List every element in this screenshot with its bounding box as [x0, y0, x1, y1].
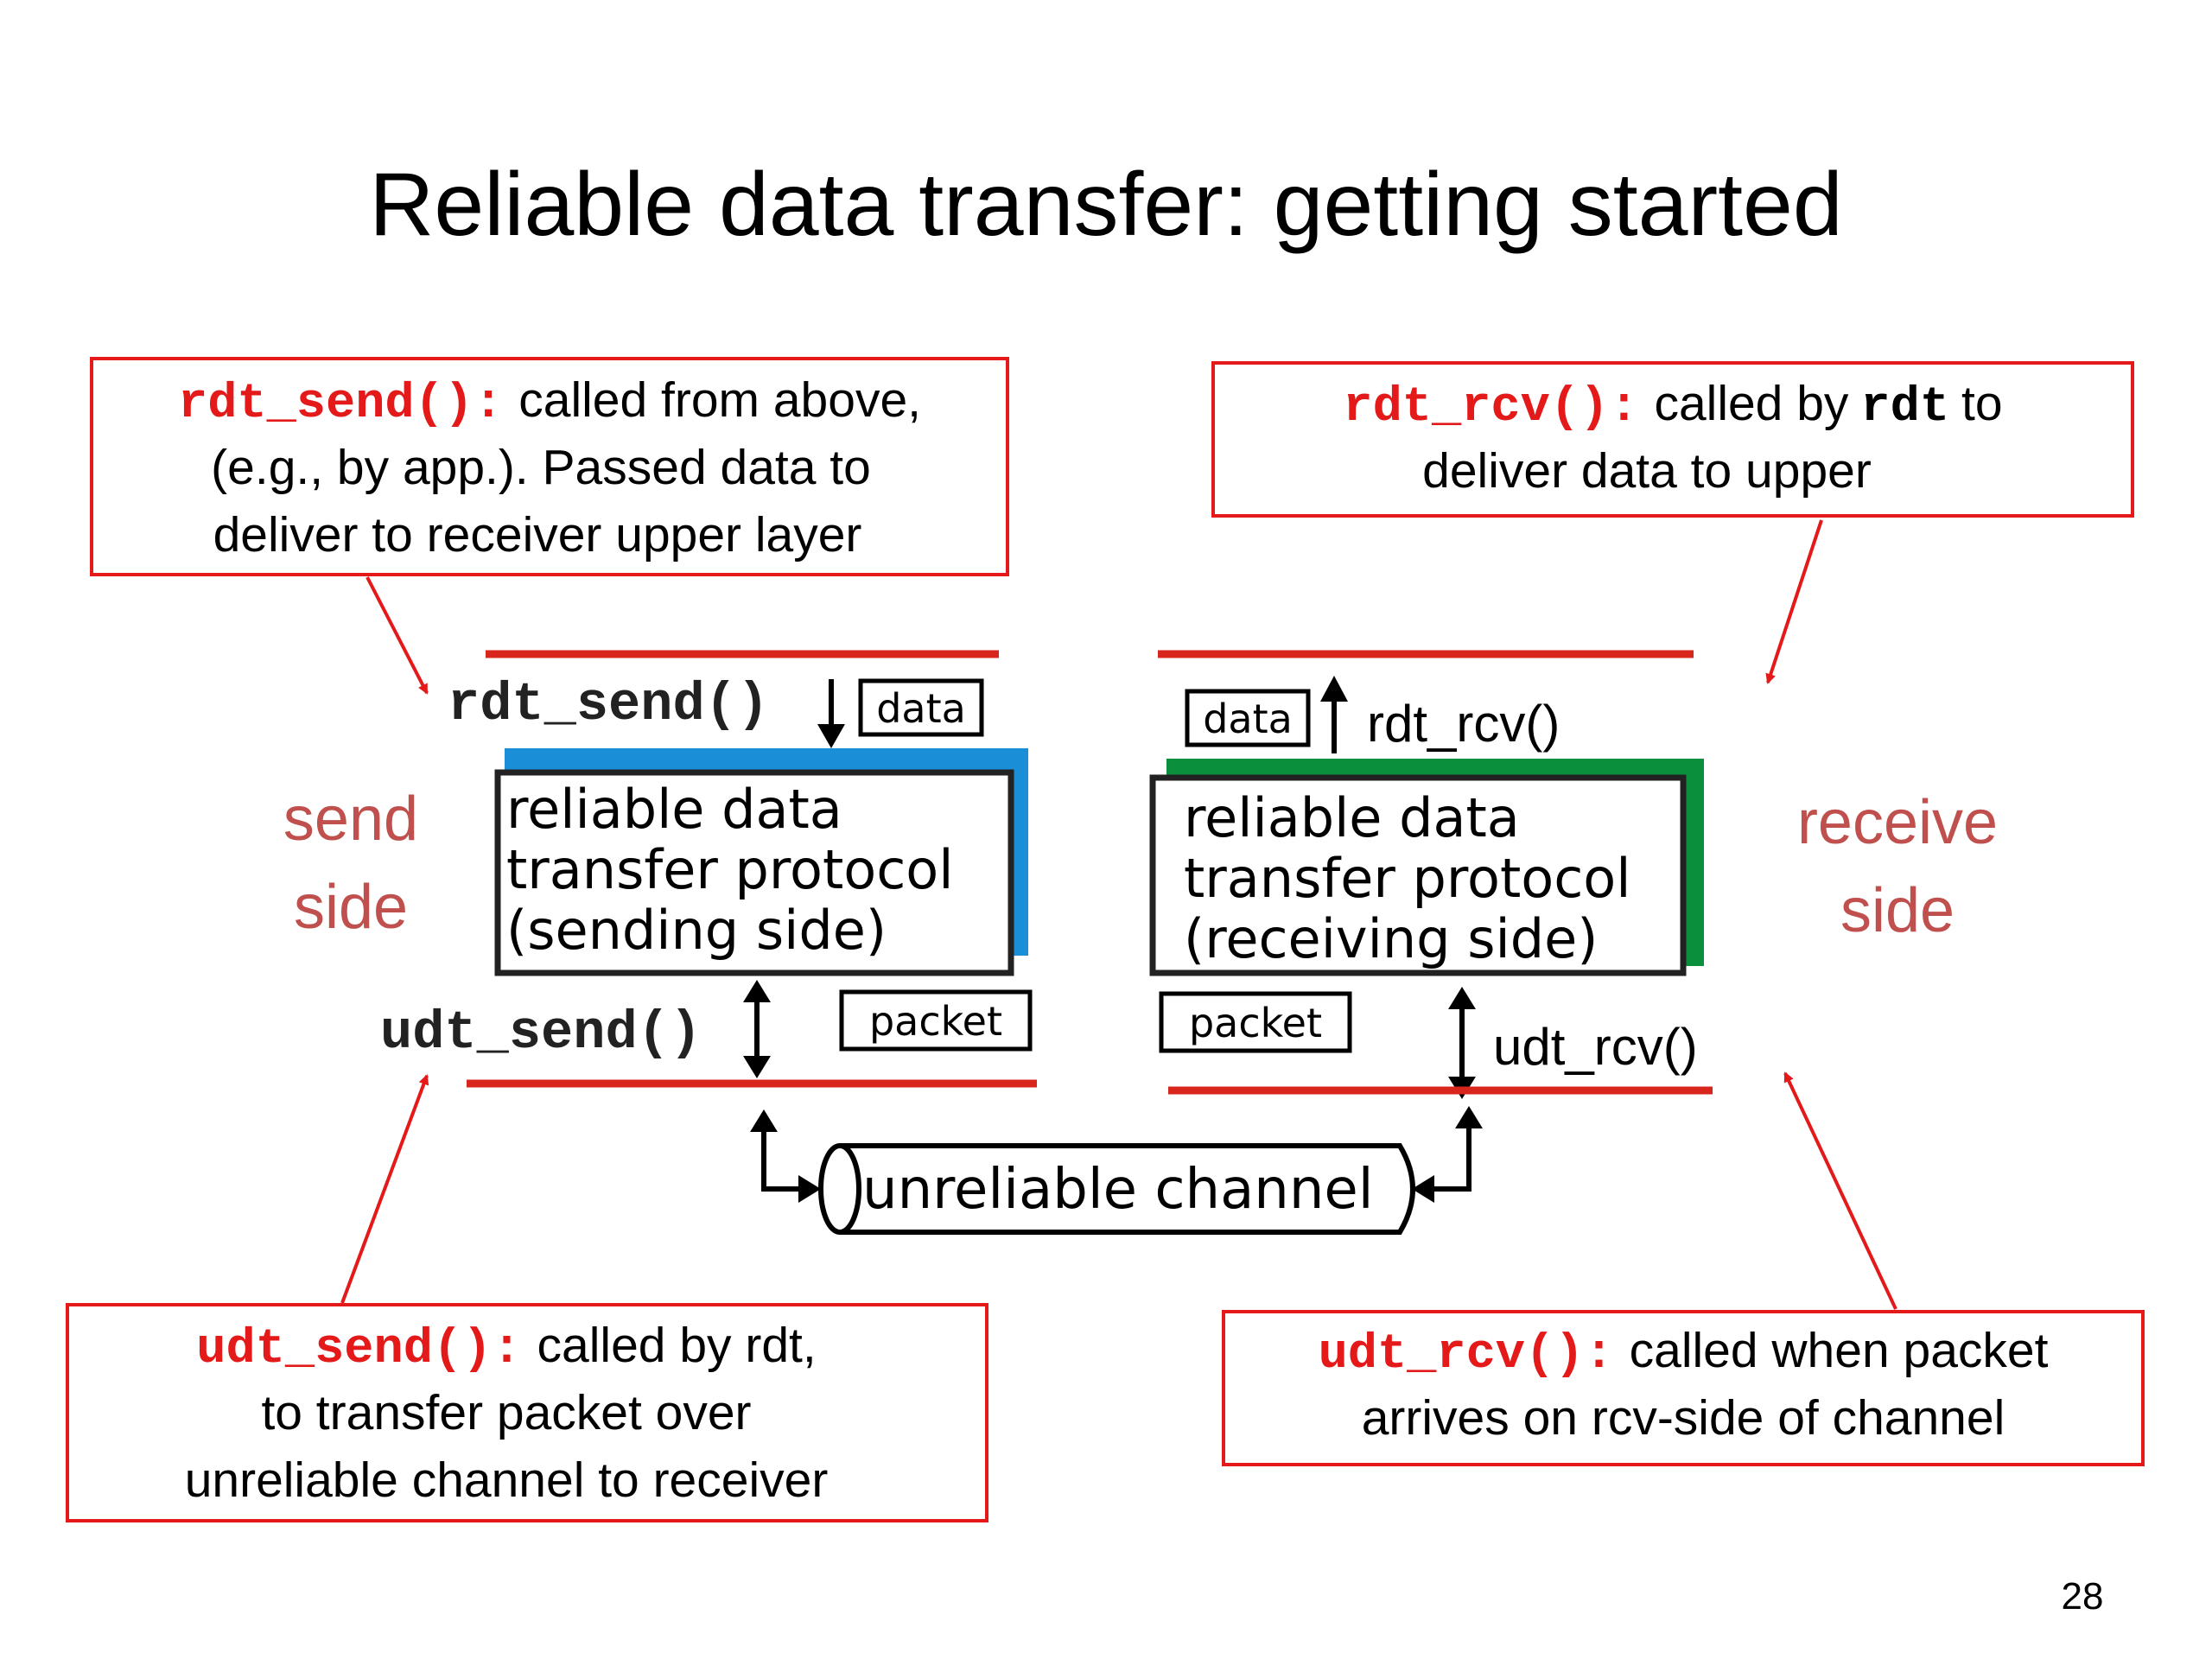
send-channel-connector: [761, 1125, 804, 1192]
callout-udt-send-line3: unreliable channel to receiver: [185, 1452, 829, 1508]
receive-call-top: rdt_rcv(): [1367, 695, 1560, 753]
callout-udt-rcv-line2: arrives on rcv-side of channel: [1362, 1390, 2005, 1446]
callout-udt-rcv-pointer: [1783, 1071, 1897, 1310]
send-packet-tag-box: [839, 989, 1033, 1052]
unreliable-channel: unreliable channel: [818, 1143, 1415, 1235]
callout-rdt-send-code: rdt_send():: [178, 377, 503, 432]
channel-label: unreliable channel: [862, 1158, 1374, 1222]
receive-side-label-2: side: [1840, 876, 1955, 945]
receive-box-line2: transfer protocol: [1184, 847, 1630, 910]
receive-up-arrow-head: [1320, 676, 1348, 702]
send-side-figure: send side rdt_send() data reliable data …: [283, 650, 1037, 1203]
receive-double-arrow-up: [1448, 987, 1476, 1009]
channel-tube-end: [818, 1143, 861, 1235]
send-down-arrow-head: [817, 724, 845, 748]
send-side-label-1: send: [283, 785, 418, 854]
send-call-top: rdt_send(): [448, 674, 769, 735]
send-box-line3: (sending side): [506, 899, 887, 962]
send-data-tag-box: [858, 678, 984, 737]
send-protocol-box: [494, 769, 1014, 976]
channel-tube-body: [840, 1143, 1415, 1235]
send-connector-right-head: [798, 1175, 821, 1203]
receive-channel-connector: [1426, 1123, 1471, 1192]
callout-udt-rcv-code: udt_rcv():: [1319, 1327, 1614, 1382]
receive-data-tag: data: [1203, 696, 1293, 742]
callout-rdt-send-line3: deliver to receiver upper layer: [213, 507, 862, 563]
receive-protocol-box: [1149, 774, 1687, 976]
callout-udt-send-line1: udt_send():called by rdt,: [196, 1318, 816, 1377]
callout-udt-send: udt_send():called by rdt, to transfer pa…: [66, 1303, 988, 1522]
send-packet-tag: packet: [869, 998, 1002, 1045]
callout-udt-rcv-line1: udt_rcv():called when packet: [1319, 1323, 2049, 1382]
callout-udt-rcv: udt_rcv():called when packet arrives on …: [1222, 1310, 2145, 1466]
receive-box-line1: reliable data: [1184, 786, 1520, 849]
slide-title: Reliable data transfer: getting started: [369, 155, 1842, 255]
send-call-bottom: udt_send(): [380, 1002, 702, 1064]
receive-data-tag-box: [1185, 689, 1311, 747]
callout-rdt-rcv-line2: deliver data to upper: [1422, 443, 1872, 499]
callout-rdt-rcv-box: [1211, 361, 2134, 518]
receive-side-label-1: receive: [1797, 788, 1998, 857]
callout-rdt-send-line1: rdt_send():called from above,: [178, 372, 921, 432]
send-double-arrow-up: [743, 980, 771, 1002]
callout-rdt-send: rdt_send():called from above, (e.g., by …: [90, 357, 1009, 576]
receive-packet-tag: packet: [1189, 1000, 1322, 1046]
callout-udt-send-line2: to transfer packet over: [261, 1385, 751, 1440]
callout-udt-send-pointer: [340, 1074, 429, 1304]
receive-call-bottom: udt_rcv(): [1493, 1018, 1698, 1076]
send-connector-up-head: [750, 1109, 778, 1132]
receive-packet-tag-box: [1159, 991, 1352, 1053]
callout-rdt-rcv-code: rdt_rcv():: [1343, 380, 1638, 435]
send-double-arrow-down: [743, 1056, 771, 1078]
callout-rdt-send-line2: (e.g., by app.). Passed data to: [211, 440, 871, 495]
callout-rdt-send-pointer: [365, 576, 429, 695]
page-number: 28: [2062, 1575, 2104, 1618]
callout-udt-send-box: [66, 1303, 988, 1522]
receive-box-line3: (receiving side): [1184, 907, 1598, 970]
callout-udt-rcv-box: [1222, 1310, 2145, 1466]
receive-connector-up-head: [1455, 1106, 1483, 1128]
send-side-label-2: side: [294, 873, 408, 942]
send-box-line1: reliable data: [506, 778, 842, 841]
send-box-line2: transfer protocol: [506, 838, 953, 901]
receive-connector-left-head: [1412, 1175, 1434, 1203]
callout-rdt-rcv-pointer: [1765, 519, 1823, 684]
send-data-tag: data: [876, 685, 966, 732]
receive-side-figure: receive side data rdt_rcv() reliable dat…: [1149, 650, 1998, 1203]
callout-rdt-send-box: [90, 357, 1009, 576]
callout-udt-send-code: udt_send():: [196, 1322, 521, 1377]
